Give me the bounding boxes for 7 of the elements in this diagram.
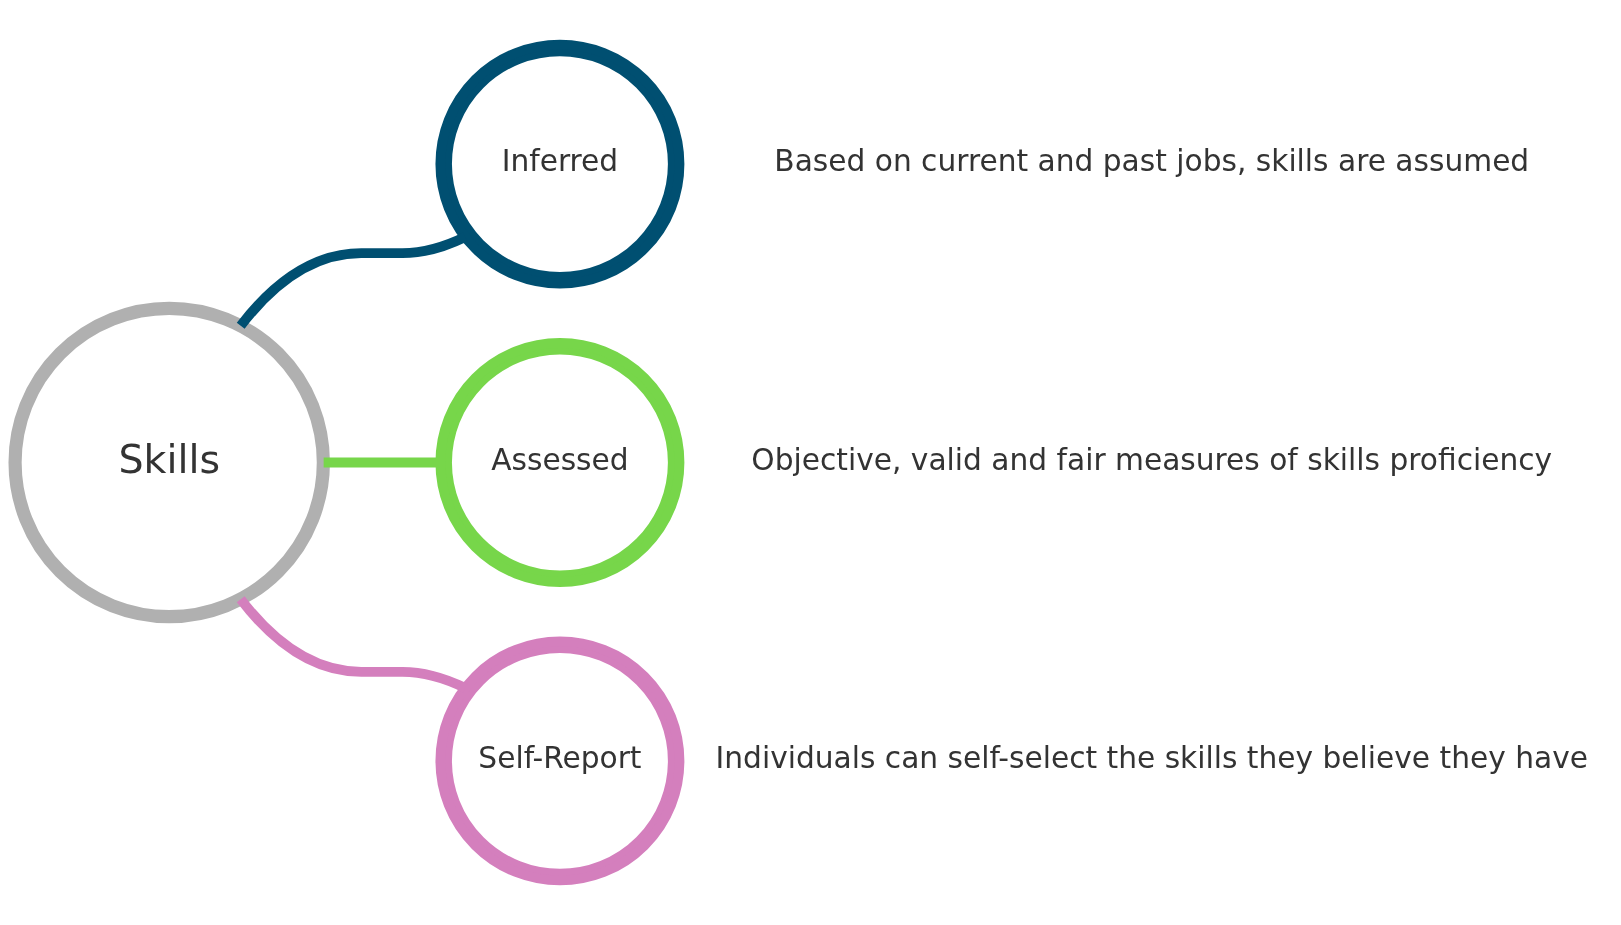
node-circle: Self-Report (435, 636, 685, 886)
node-label: Objective, valid and fair measures of skills proficiency (751, 441, 1553, 477)
node-circle: Skills (8, 301, 330, 624)
node-label: Individuals can self-select the skills they believe they have (715, 740, 1588, 776)
node-label: Based on current and past jobs, skills are assumed (774, 143, 1530, 179)
node-circle: Assessed (435, 338, 685, 587)
node-circle: Inferred (435, 39, 685, 289)
